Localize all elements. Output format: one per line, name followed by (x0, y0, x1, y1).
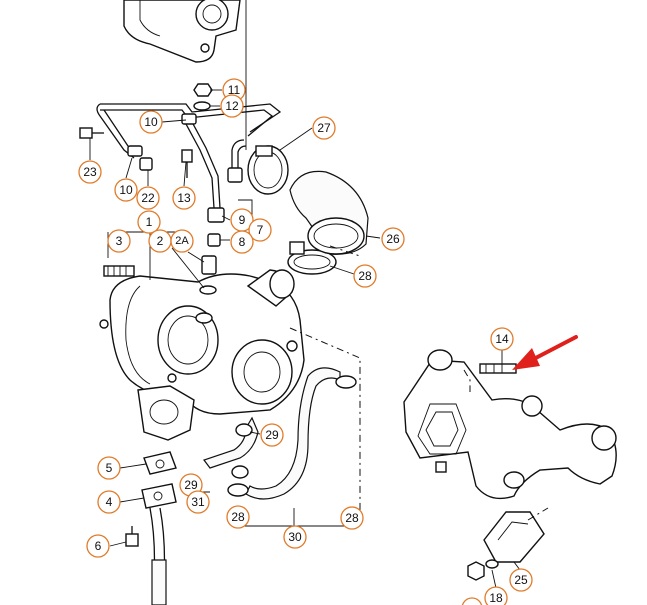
callout-2: 2 (148, 229, 172, 253)
elbow-hose-part (289, 170, 369, 255)
svg-text:18: 18 (489, 591, 503, 605)
callout-25: 26 (381, 227, 405, 251)
callout-partial-bottom (461, 597, 483, 605)
svg-text:3: 3 (116, 234, 123, 248)
svg-text:14: 14 (495, 332, 509, 346)
callout-13: 13 (172, 186, 196, 210)
callout-22: 23 (78, 160, 102, 184)
svg-text:1: 1 (146, 215, 153, 229)
svg-text:11: 11 (228, 83, 241, 97)
callout-1: 1 (137, 210, 161, 234)
callout-8: 8 (230, 230, 254, 254)
callout-10-top: 10 (139, 110, 163, 134)
callout-29-right: 29 (260, 423, 284, 447)
svg-text:28: 28 (358, 269, 372, 283)
svg-text:6: 6 (95, 539, 102, 553)
svg-text:5: 5 (106, 461, 113, 475)
svg-text:7: 7 (257, 223, 264, 237)
svg-text:28: 28 (231, 510, 245, 524)
callout-4: 4 (97, 490, 121, 514)
svg-text:22: 22 (141, 191, 155, 205)
callout-31: 31 (186, 490, 210, 514)
heat-shield-part (467, 511, 545, 581)
svg-text:31: 31 (191, 495, 205, 509)
svg-text:4: 4 (106, 495, 113, 509)
svg-text:25: 25 (514, 573, 528, 587)
svg-text:28: 28 (345, 511, 359, 525)
callout-26: 27 (312, 116, 336, 140)
callout-28-right: 28 (340, 506, 364, 530)
svg-text:10: 10 (119, 183, 133, 197)
callout-27: 28 (353, 264, 377, 288)
callout-5: 5 (97, 456, 121, 480)
callout-14: 14 (490, 327, 514, 351)
svg-text:29: 29 (265, 428, 279, 442)
callout-18: 18 (484, 586, 508, 605)
callout-6: 6 (86, 534, 110, 558)
oil-pipe-assembly (96, 103, 282, 247)
svg-text:27: 27 (317, 121, 331, 135)
turbocharger-part (99, 269, 305, 441)
callout-21: 22 (136, 186, 160, 210)
svg-text:23: 23 (83, 165, 97, 179)
oil-return-hose (203, 367, 357, 500)
svg-text:8: 8 (239, 235, 246, 249)
callout-28-left: 28 (226, 505, 250, 529)
callout-2A: 2A (170, 229, 194, 253)
hose-clamp-top (247, 145, 289, 195)
callout-30: 30 (283, 525, 307, 549)
callout-23: 25 (509, 568, 533, 592)
exhaust-manifold-part (403, 349, 617, 500)
svg-text:9: 9 (239, 213, 246, 227)
svg-text:29: 29 (184, 478, 198, 492)
red-arrow-indicator (512, 335, 578, 370)
manifold-top-part (123, 0, 241, 63)
svg-text:2: 2 (157, 234, 164, 248)
callout-3: 3 (107, 229, 131, 253)
svg-text:26: 26 (386, 232, 400, 246)
callout-10-lower: 10 (114, 178, 138, 202)
svg-text:12: 12 (225, 99, 239, 113)
callout-7: 7 (248, 218, 272, 242)
svg-text:13: 13 (177, 191, 191, 205)
svg-text:10: 10 (144, 115, 158, 129)
svg-text:30: 30 (288, 530, 302, 544)
stud-and-fitting (103, 255, 217, 324)
callout-12: 12 (220, 94, 244, 118)
svg-text:2A: 2A (175, 235, 189, 247)
oil-pipe-flange (125, 451, 177, 605)
hose-clamp-lower (287, 241, 337, 275)
